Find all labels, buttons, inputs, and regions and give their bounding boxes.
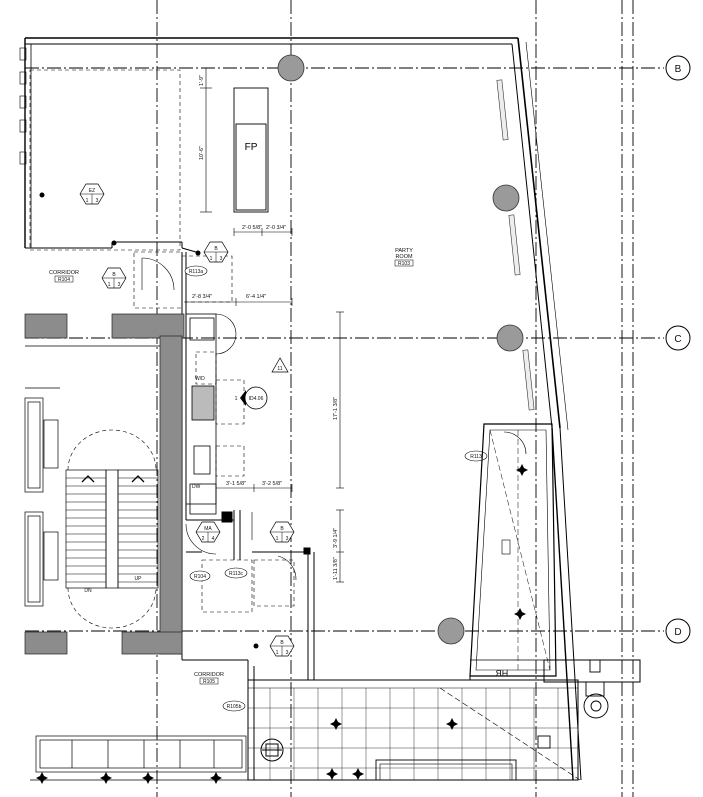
stair-core <box>24 397 159 607</box>
dim-lower-w1: 3'-1 5/8" <box>226 481 246 487</box>
grid-label-c: C <box>674 334 681 345</box>
grid-label-b: B <box>675 64 682 75</box>
drain-symbol <box>537 659 609 749</box>
tag-ma-top: MA <box>204 526 212 532</box>
revision-triangle: 11 <box>271 357 289 373</box>
kitchen-counter <box>185 313 237 515</box>
tag-b3: B 1 3 <box>269 521 295 543</box>
tag-ez-top: EZ <box>89 188 95 194</box>
fireplace <box>233 87 269 213</box>
dim-kitchen-w2: 6'-4 1/4" <box>246 294 266 300</box>
door-tag-r104-text: R104 <box>194 574 206 580</box>
vestibule-markers <box>514 464 528 620</box>
washer-dryer-label: W/D <box>195 376 205 382</box>
party-room-label: PARTY ROOM R103 <box>394 248 414 267</box>
party-room-number: R103 <box>398 261 410 267</box>
grid-bubble-b: B <box>665 55 691 81</box>
tag-b2: B 1 3 <box>101 267 127 289</box>
revision-number: 11 <box>277 366 282 372</box>
dim-fp-w1: 2'-0 5/8" <box>242 225 262 231</box>
floor-markers <box>326 718 458 780</box>
dishwasher-label: DW <box>192 484 201 490</box>
tag-ma-left: 2 <box>202 536 205 542</box>
corridor-upper-number: R104 <box>58 277 70 283</box>
column-symbol-bottom <box>260 738 284 762</box>
tag-ez: EZ 1 3 <box>79 183 105 205</box>
grid-label-d: D <box>674 627 681 638</box>
corridor-upper-name: CORRIDOR <box>49 270 79 276</box>
bottom-markers <box>36 772 222 784</box>
window-segments <box>496 79 535 411</box>
elevation-number: 1 <box>235 396 238 402</box>
elevation-marker: 1 ID4.06 <box>235 386 268 410</box>
lower-rooms <box>185 510 315 680</box>
dim-fp-top: 1'-9" <box>199 75 205 86</box>
door-tag-r113a-text: R113a <box>189 269 204 275</box>
corridor-lower-label: CORRIDOR R105 <box>194 672 224 685</box>
dim-lower-h1: 3'-9 1/4" <box>333 528 339 548</box>
stair-down-label: DN <box>84 588 92 594</box>
dim-fp-height: 10'-6" <box>199 146 205 160</box>
door-tag-r113b: R113 <box>464 450 488 462</box>
corridor-lower-name: CORRIDOR <box>194 672 224 678</box>
tag-b1: B 1 3 <box>203 241 229 263</box>
dim-fp-w2: 2'-0 3/4" <box>266 225 286 231</box>
tag-b1-left: 1 <box>210 256 213 262</box>
dim-kitchen-w1: 2'-8 3/4" <box>192 294 212 300</box>
dim-lower-h2: 1'-11 3/8" <box>333 557 339 580</box>
tag-b4-left: 1 <box>276 650 279 656</box>
tag-ma-right: 4 <box>212 536 215 542</box>
stair-treads <box>66 477 158 583</box>
tag-ma: MA 2 4 <box>195 521 221 543</box>
tag-b1-right: 3 <box>220 256 223 262</box>
tag-b2-top: B <box>112 272 116 278</box>
dimension-lines <box>185 68 344 583</box>
exterior-walls <box>19 37 582 781</box>
door-tag-r105-text: R105b <box>227 704 242 710</box>
door-tag-r105: R105b <box>222 700 246 712</box>
grid-bubble-c: C <box>665 325 691 351</box>
tiled-floor <box>247 679 581 781</box>
stair-up-label: UP <box>135 576 143 582</box>
bottom-left-planters <box>30 735 250 781</box>
door-tag-r113c-text: R113c <box>229 571 244 577</box>
grid-bubble-d: D <box>665 618 691 644</box>
tag-b3-top: B <box>280 526 284 532</box>
tag-b4-top: B <box>280 640 284 646</box>
elevation-ref: ID4.06 <box>249 396 264 402</box>
corridor-lower-number: R105 <box>203 679 215 685</box>
tag-b2-left: 1 <box>108 282 111 288</box>
tag-b2-right: 3 <box>118 282 121 288</box>
door-tag-r104: R104 <box>189 570 211 582</box>
party-room-name-2: ROOM <box>395 254 413 260</box>
door-tag-r113a: R113a <box>184 265 208 277</box>
tag-b3-left: 1 <box>276 536 279 542</box>
corridor-upper-label: CORRIDOR R104 <box>49 270 79 283</box>
core-walls <box>24 313 185 655</box>
fireplace-label: FP <box>245 142 258 153</box>
dim-kitchen-h: 17'-1 3/8" <box>333 397 339 420</box>
tag-ez-left: 1 <box>86 198 89 204</box>
door-tag-r113c: R113c <box>224 567 248 579</box>
tag-b4-right: 3 <box>286 650 289 656</box>
door-tag-r113b-text: R113 <box>470 454 482 460</box>
dim-lower-w2: 3'-2 5/8" <box>262 481 282 487</box>
tag-b1-top: B <box>214 246 218 252</box>
lower-corridor-walls <box>182 659 471 780</box>
tag-b4: B 1 3 <box>269 635 295 657</box>
party-room-name: PARTY <box>395 248 413 254</box>
structural-columns <box>277 54 524 645</box>
tag-b3-right: 3 <box>286 536 289 542</box>
hose-bib-label: HB <box>496 668 509 678</box>
tag-ez-right: 3 <box>96 198 99 204</box>
